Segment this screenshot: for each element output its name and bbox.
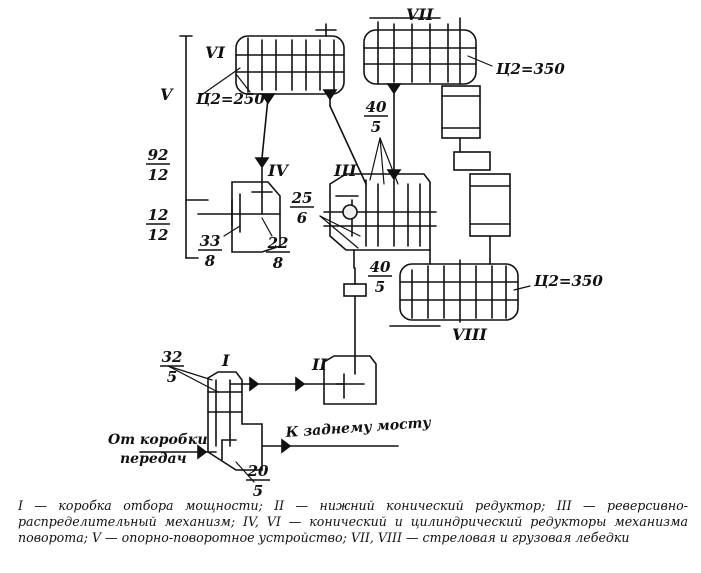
fraction-12-12-den: 12: [148, 226, 169, 244]
fraction-40-5-top-num: 40: [366, 98, 387, 116]
fraction-20-5-num: 20: [247, 462, 269, 480]
fraction-22-8-num: 22: [267, 234, 289, 252]
fraction-20-5-den: 5: [253, 482, 263, 500]
fraction-32-5-num: 32: [162, 348, 183, 366]
fraction-40-5-mid-num: 40: [370, 258, 391, 276]
label-roman-viii: VIII: [452, 325, 487, 344]
label-to-rear-axle: К заднему мосту: [284, 415, 432, 441]
label-roman-ii: II: [311, 355, 327, 374]
fraction-40-5-top-den: 5: [371, 118, 381, 136]
cargo-winch-viii: [389, 249, 519, 327]
fraction-25-6-num: 25: [291, 189, 313, 207]
bevel-reducer-iv: [197, 97, 281, 253]
label-from-gearbox-line2: передач: [120, 451, 187, 467]
power-takeoff-i: [139, 365, 399, 483]
label-from-gearbox-line1: От коробки: [108, 432, 208, 448]
cylindrical-reducer-vi: [235, 23, 345, 107]
label-c2-250: Ц2=250: [195, 90, 265, 108]
fraction-33-8-den: 8: [205, 252, 216, 270]
label-roman-v: V: [160, 85, 174, 104]
fraction-92-12-den: 12: [148, 166, 169, 184]
kinematic-diagram: V VI VII III IV VIII II I Ц2=250 Ц2=350 …: [108, 5, 603, 500]
label-c2-350-top: Ц2=350: [495, 60, 565, 78]
fraction-25-6-den: 6: [297, 209, 308, 227]
fraction-40-5-mid-den: 5: [375, 278, 385, 296]
figure-caption: I — коробка отбора мощности; II — нижний…: [18, 498, 688, 545]
label-roman-iii: III: [333, 161, 357, 180]
fraction-33-8-num: 33: [200, 232, 221, 250]
boom-winch-vii: [363, 17, 511, 265]
fraction-92-12-num: 92: [148, 146, 169, 164]
fraction-22-8-den: 8: [273, 254, 284, 272]
fraction-32-5-den: 5: [167, 368, 177, 386]
label-c2-350-bottom: Ц2=350: [533, 272, 603, 290]
label-roman-vi: VI: [205, 43, 225, 62]
label-roman-i: I: [221, 351, 230, 370]
fraction-12-12-num: 12: [148, 206, 169, 224]
slewing-ring-v: [179, 35, 209, 259]
label-roman-iv: IV: [267, 161, 289, 180]
label-roman-vii: VII: [406, 5, 434, 24]
reversing-mechanism-iii: [319, 95, 437, 361]
lower-bevel-reducer-ii: [229, 355, 377, 405]
